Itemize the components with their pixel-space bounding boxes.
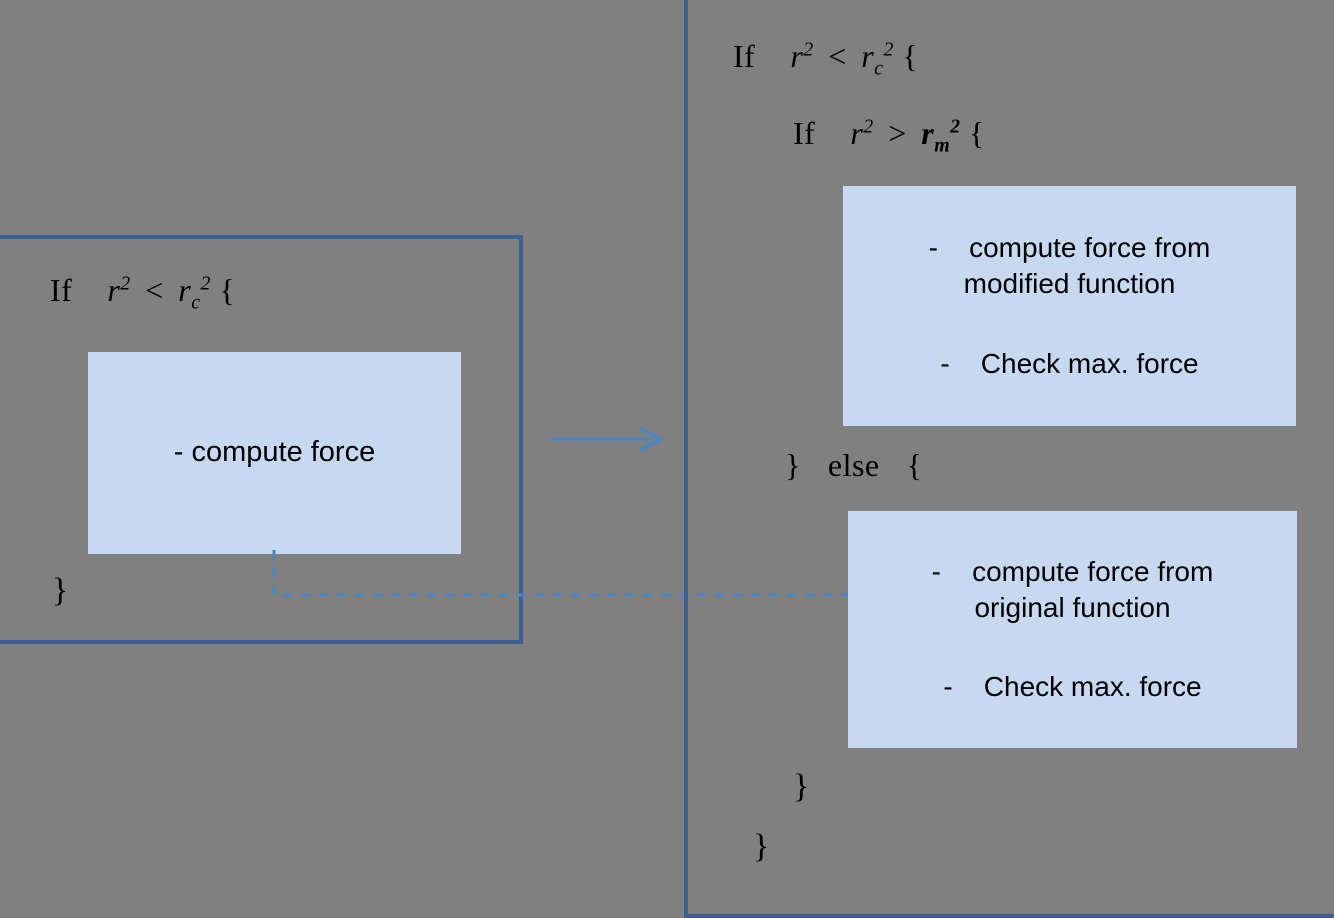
- left-if-lhs-variable: r2: [107, 272, 131, 308]
- compute-force-box: - compute force: [88, 352, 461, 554]
- left-if-open-brace: {: [219, 272, 236, 308]
- right-outer-if-lhs-variable: r2: [790, 38, 814, 74]
- right-outer-closing-brace: }: [753, 828, 770, 865]
- transform-arrow: [550, 426, 665, 452]
- original-algorithm-panel: [0, 235, 523, 644]
- right-inner-if-lhs-variable: r2: [850, 115, 874, 151]
- original-compute-bullet: - compute force from: [931, 555, 1214, 587]
- else-open-brace: {: [906, 447, 923, 483]
- modified-check-max-bullet: - Check max. force: [940, 347, 1199, 379]
- right-inner-closing-brace: }: [793, 768, 810, 805]
- modified-algorithm-panel: [684, 0, 1334, 918]
- else-close-brace: }: [785, 447, 801, 483]
- left-closing-brace: }: [52, 572, 69, 609]
- right-inner-if-open-brace: {: [969, 115, 985, 151]
- else-keyword: else: [827, 447, 880, 483]
- left-if-keyword: If: [50, 272, 73, 308]
- right-inner-if-operator: >: [888, 115, 907, 151]
- right-inner-if-rhs-exponent: 2: [950, 115, 961, 138]
- branch-dashed-link: [272, 550, 854, 597]
- modified-function-box: - compute force from modified function -…: [843, 186, 1296, 426]
- left-if-operator: <: [145, 272, 164, 308]
- original-compute-bullet-cont: original function: [974, 591, 1171, 623]
- right-outer-if-condition-line: If r2 < rc2 {: [733, 38, 918, 80]
- right-else-clause-line: } else {: [785, 447, 922, 484]
- right-inner-if-rhs-subscript: m: [934, 134, 951, 157]
- modified-compute-bullet-cont: modified function: [963, 268, 1176, 300]
- right-inner-if-keyword: If: [793, 115, 816, 151]
- right-outer-if-operator: <: [828, 38, 847, 74]
- original-function-box: - compute force from original function -…: [848, 511, 1297, 748]
- right-outer-if-open-brace: {: [902, 38, 919, 74]
- right-inner-if-condition-line: If r2 > rm2 {: [793, 115, 985, 157]
- right-outer-if-rhs-exponent: 2: [883, 38, 894, 61]
- right-outer-if-rhs-variable: rc2: [861, 38, 894, 80]
- left-if-condition-line: If r2 < rc2 {: [50, 272, 235, 314]
- original-check-max-bullet: - Check max. force: [943, 671, 1202, 703]
- right-outer-if-lhs-exponent: 2: [803, 38, 814, 61]
- left-if-rhs-variable: rc2: [178, 272, 211, 314]
- right-outer-if-rhs-subscript: c: [874, 57, 884, 80]
- modified-compute-bullet: - compute force from: [928, 232, 1211, 264]
- right-inner-if-rhs-variable: rm2: [921, 115, 961, 157]
- left-if-lhs-exponent: 2: [120, 272, 131, 295]
- compute-force-bullet: - compute force: [173, 436, 376, 469]
- right-inner-if-lhs-exponent: 2: [863, 115, 874, 138]
- right-outer-if-keyword: If: [733, 38, 756, 74]
- left-if-rhs-exponent: 2: [200, 272, 211, 295]
- left-if-rhs-subscript: c: [191, 291, 201, 314]
